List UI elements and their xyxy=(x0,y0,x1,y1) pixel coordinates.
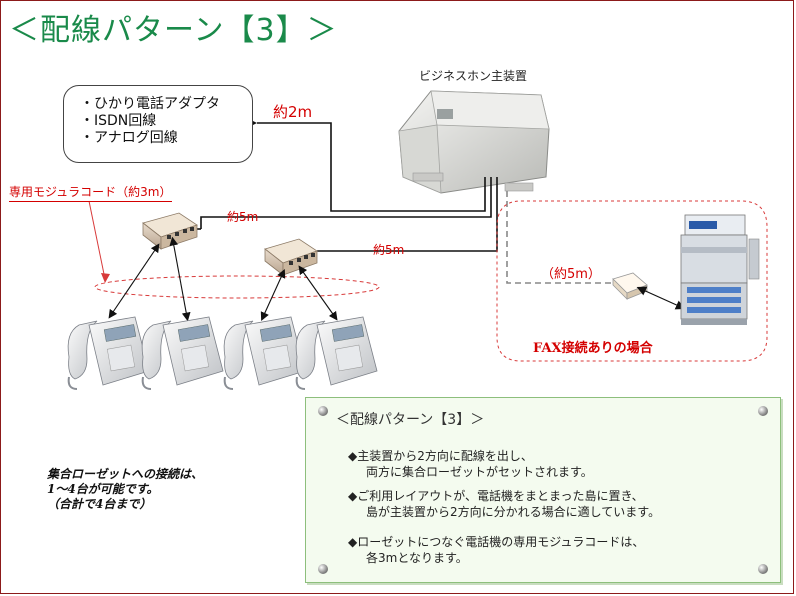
connection-note-line-1: 集合ローゼットへの接続は、 xyxy=(47,467,204,481)
info-panel: ＜配線パターン【3】＞ ◆主装置から2方向に配線を出し、 両方に集合ローゼットが… xyxy=(305,397,781,583)
pin-icon xyxy=(318,564,328,574)
phone-4-illustration xyxy=(295,316,378,390)
panel-bullet-3: ◆ローゼットにつなぐ電話機の専用モジュラコードは、 xyxy=(348,535,645,549)
distance-fax: （約5m） xyxy=(541,267,601,282)
connection-note-line-2: 1〜4台が可能です。 xyxy=(47,482,159,496)
rosette-2-illustration xyxy=(264,238,318,276)
distance-rosette-2: 約5m xyxy=(373,243,405,257)
phone-3-illustration xyxy=(223,316,306,390)
line-item-isdn: ・ISDN回線 xyxy=(80,113,157,129)
fax-rosette-illustration xyxy=(612,272,648,300)
panel-bullet-3-cont: 各3mとなります。 xyxy=(366,551,468,565)
rosette-1-illustration xyxy=(142,212,198,250)
cord-label: 専用モジュラコード（約3m） xyxy=(9,183,172,202)
pin-icon xyxy=(318,406,328,416)
connection-note-line-3: （合計で4台まで） xyxy=(47,497,152,511)
panel-heading: ＜配線パターン【3】＞ xyxy=(336,412,485,428)
phone-1-illustration xyxy=(67,316,150,390)
pin-icon xyxy=(758,564,768,574)
panel-bullet-1-cont: 両方に集合ローゼットがセットされます。 xyxy=(366,465,593,479)
page-title: ＜配線パターン【3】＞ xyxy=(9,13,338,48)
fax-case-region xyxy=(496,200,768,362)
main-unit-label: ビジネスホン主装置 xyxy=(419,69,528,83)
panel-bullet-2-cont: 島が主装置から2方向に分かれる場合に適しています。 xyxy=(366,505,661,519)
main-unit-illustration xyxy=(398,90,550,194)
fax-machine-illustration xyxy=(680,214,760,325)
fax-case-label: FAX接続ありの場合 xyxy=(533,341,653,356)
panel-bullet-1: ◆主装置から2方向に配線を出し、 xyxy=(348,449,533,463)
connection-note: 集合ローゼットへの接続は、 1〜4台が可能です。 （合計で4台まで） xyxy=(47,467,203,512)
panel-bullet-2: ◆ご利用レイアウトが、電話機をまとまった島に置き、 xyxy=(348,489,644,503)
phone-2-illustration xyxy=(141,316,224,390)
distance-rosette-1: 約5m xyxy=(227,210,259,224)
line-item-hikari: ・ひかり電話アダプタ xyxy=(80,96,220,112)
lines-box: ・ひかり電話アダプタ ・ISDN回線 ・アナログ回線 xyxy=(63,85,253,163)
pin-icon xyxy=(758,406,768,416)
distance-to-lines: 約2m xyxy=(273,103,313,121)
line-item-analog: ・アナログ回線 xyxy=(80,130,178,146)
